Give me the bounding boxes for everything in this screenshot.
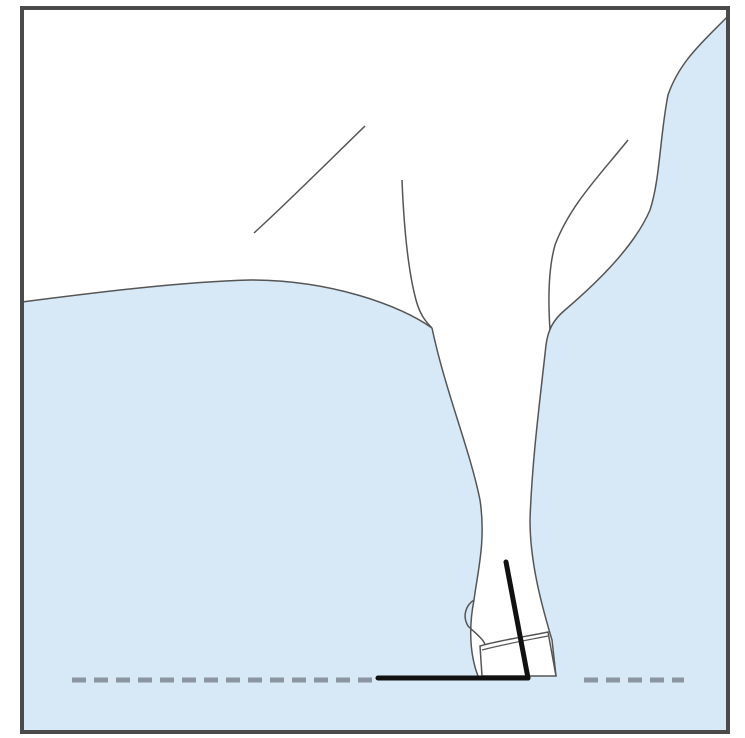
hoof-angle-diagram — [0, 0, 745, 738]
diagram-canvas — [0, 0, 745, 738]
